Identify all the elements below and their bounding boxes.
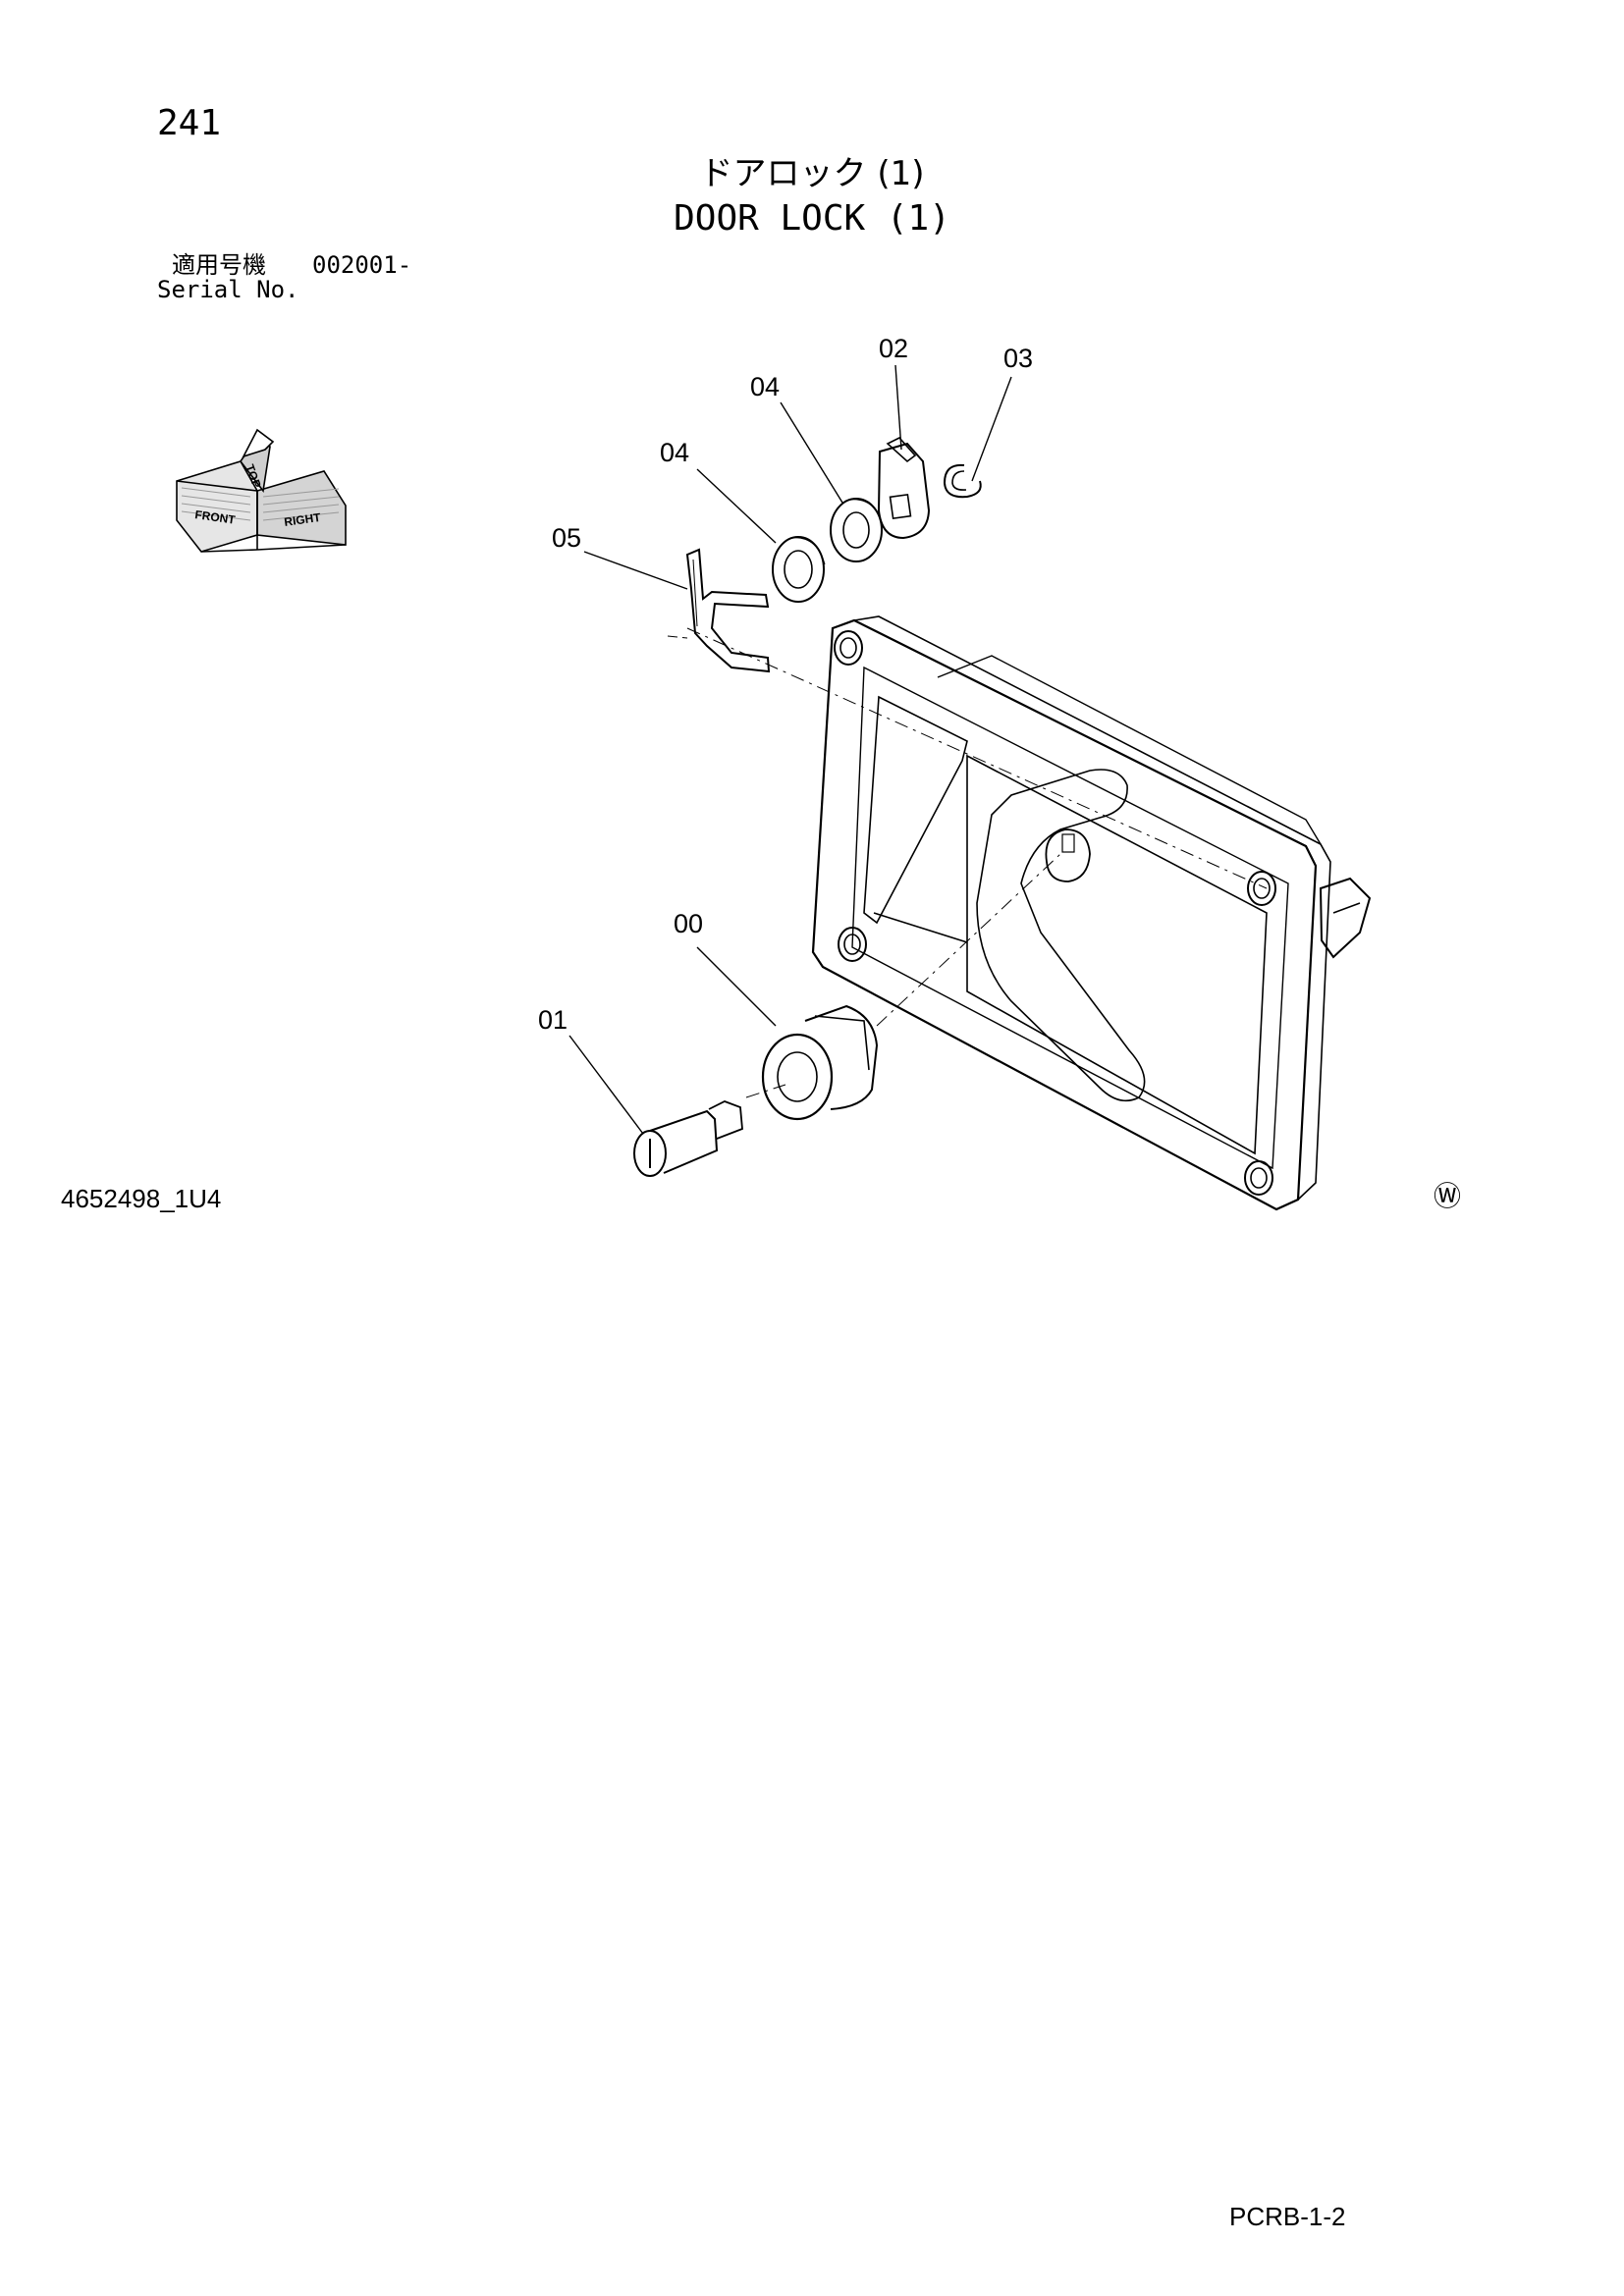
snap-ring-03: [943, 463, 982, 499]
orientation-right-label: RIGHT: [283, 510, 322, 529]
orientation-cube-icon: [176, 428, 347, 553]
drawing-id: 4652498_1U4: [61, 1184, 222, 1213]
serial-value: 002001-: [312, 251, 412, 279]
callout-05: 05: [552, 523, 581, 553]
cam-plate-02: [877, 437, 931, 540]
serial-label-japanese: 適用号機: [172, 251, 266, 279]
spring-clip-05: [667, 548, 771, 673]
title-japanese: ドアロック (1): [699, 154, 925, 193]
key-cylinder-01: [633, 1100, 743, 1177]
page-number: 241: [157, 103, 222, 143]
lock-housing: [811, 615, 1372, 1211]
page-code: PCRB-1-2: [1229, 2202, 1346, 2231]
washer-04-right: [830, 498, 883, 562]
title-english: DOOR LOCK (1): [674, 198, 950, 239]
callout-04-right: 04: [750, 372, 780, 401]
w-mark: Ⓦ: [1434, 1180, 1462, 1212]
callout-02: 02: [879, 334, 908, 363]
orientation-front-label: FRONT: [194, 507, 238, 527]
callout-00: 00: [674, 909, 703, 938]
serial-label-english: Serial No.: [157, 276, 299, 303]
callout-03: 03: [1003, 344, 1033, 373]
callout-04-left: 04: [660, 438, 689, 467]
callout-01: 01: [538, 1005, 568, 1035]
washer-04-left: [772, 536, 826, 603]
bushing-00: [761, 1004, 879, 1121]
